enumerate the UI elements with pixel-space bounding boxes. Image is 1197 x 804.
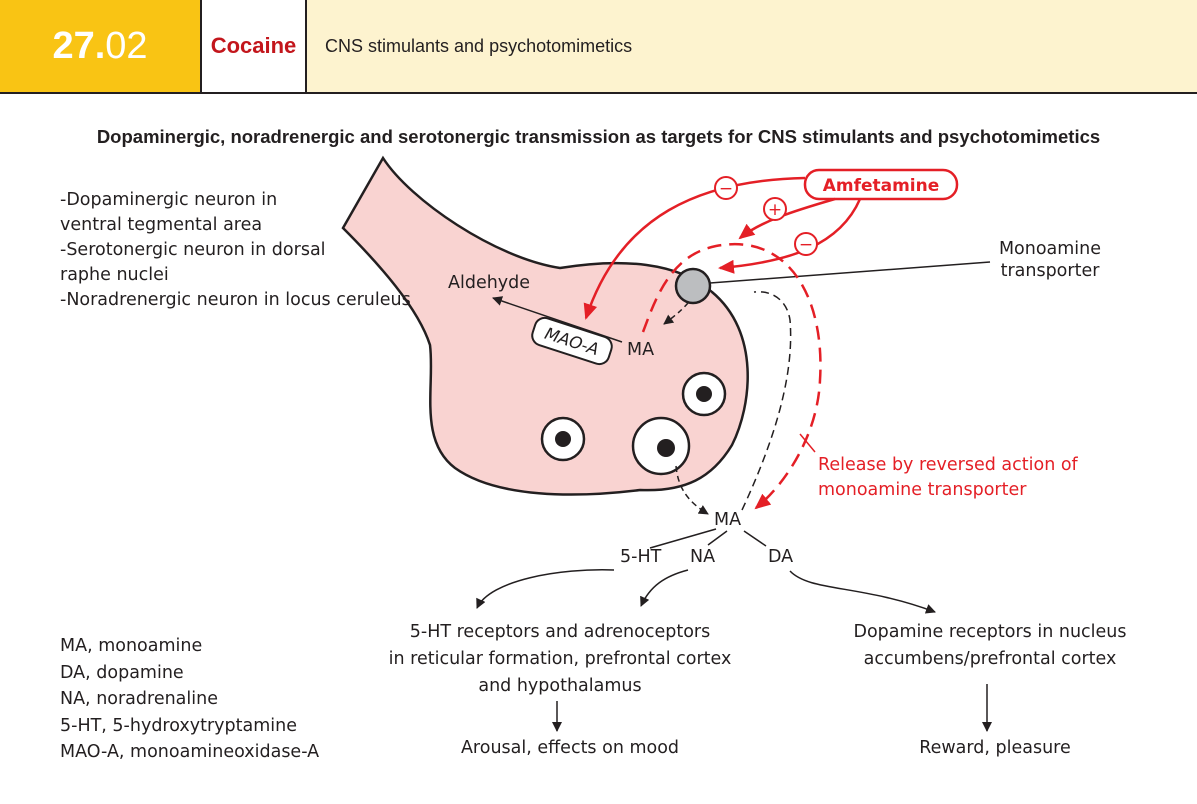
right-target-line: Dopamine receptors in nucleus xyxy=(853,622,1127,642)
vesicle-release-arrow xyxy=(675,465,709,515)
abbreviation-legend: MA, monoamine DA, dopamine NA, noradrena… xyxy=(60,633,319,766)
neuron-type-line: ventral tegmental area xyxy=(60,215,263,235)
amfetamine-mao-arrow xyxy=(583,176,806,320)
page-header: 27.02 Cocaine CNS stimulants and psychot… xyxy=(0,0,1197,94)
right-target-line: accumbens/prefrontal cortex xyxy=(863,649,1117,669)
chapter-title: CNS stimulants and psychotomimetics xyxy=(307,0,1197,92)
section-number: 27.02 xyxy=(0,0,200,92)
ma-inside-label: MA xyxy=(627,340,655,360)
ma-synapse-label: MA xyxy=(714,510,742,530)
svg-text:−: − xyxy=(799,235,813,255)
aldehyde-arrow xyxy=(492,296,623,343)
ma-5ht-line xyxy=(649,528,717,549)
figure-title: Dopaminergic, noradrenergic and serotone… xyxy=(96,126,1101,147)
svg-text:+: + xyxy=(768,200,782,220)
left-target-line: in reticular formation, prefrontal corte… xyxy=(388,649,732,669)
release-leader-line xyxy=(799,433,816,453)
transporter-label: Monoamine transporter xyxy=(990,237,1110,284)
neuron-type-line: -Serotonergic neuron in dorsal xyxy=(60,240,326,260)
monoamine-transporter xyxy=(674,267,712,305)
na-label: NA xyxy=(690,547,716,567)
ma-na-line xyxy=(707,530,728,546)
reuptake-path xyxy=(741,291,792,511)
transporter-label-line2: transporter xyxy=(1000,261,1100,281)
amfetamine-release-arrow xyxy=(738,197,836,240)
section-number-major: 27. xyxy=(52,24,106,67)
legend-item: 5-HT, 5-hydroxytryptamine xyxy=(60,715,297,736)
transporter-label-line1: Monoamine xyxy=(998,239,1102,259)
legend-item: MAO-A, monoamineoxidase-A xyxy=(60,742,320,762)
vesicle xyxy=(540,416,586,462)
ma-da-line xyxy=(743,530,767,547)
aldehyde-label: Aldehyde xyxy=(448,273,531,293)
release-annotation-line2: monoamine transporter xyxy=(818,480,1027,500)
minus-sign-icon: − xyxy=(794,232,818,256)
reuptake-arrow xyxy=(663,302,689,325)
amfetamine-box xyxy=(803,168,959,201)
svg-text:−: − xyxy=(719,179,733,199)
release-annotation-line1: Release by reversed action of xyxy=(818,455,1078,475)
neuron-type-line: raphe nuclei xyxy=(60,265,169,285)
plus-sign-icon: + xyxy=(763,197,787,221)
neuron-type-line: -Noradrenergic neuron in locus ceruleus xyxy=(60,290,411,310)
vesicle-fusing xyxy=(631,416,691,476)
right-target-text: Dopamine receptors in nucleus accumbens/… xyxy=(830,619,1150,673)
arousal-effect: Arousal, effects on mood xyxy=(460,738,680,758)
reward-effect: Reward, pleasure xyxy=(919,738,1071,758)
neuron-types-list: -Dopaminergic neuron in ventral tegmenta… xyxy=(60,188,411,313)
legend-item: DA, dopamine xyxy=(60,662,184,683)
legend-item: MA, monoamine xyxy=(60,636,203,656)
header-divider xyxy=(0,92,1197,94)
release-annotation: Release by reversed action of monoamine … xyxy=(818,453,1078,503)
minus-sign-icon: − xyxy=(714,176,738,200)
neuron-type-line: -Dopaminergic neuron in xyxy=(60,190,278,210)
amfetamine-label: Amfetamine xyxy=(823,176,940,196)
da-label: DA xyxy=(768,547,794,567)
5ht-label: 5-HT xyxy=(620,547,662,567)
da-to-receptors-arrow xyxy=(789,570,936,614)
amfetamine-transporter-arrow xyxy=(718,198,862,274)
left-target-line: 5-HT receptors and adrenoceptors xyxy=(409,622,711,642)
section-number-minor: 02 xyxy=(105,24,148,67)
vesicle xyxy=(681,371,727,417)
na-to-receptors-arrow xyxy=(640,569,689,607)
legend-item: NA, noradrenaline xyxy=(60,689,218,709)
ht5-to-receptors-arrow xyxy=(476,569,615,609)
drug-name: Cocaine xyxy=(200,0,307,92)
transporter-leader-line xyxy=(709,261,991,284)
left-target-line: and hypothalamus xyxy=(478,676,642,696)
left-target-text: 5-HT receptors and adrenoceptors in reti… xyxy=(360,619,760,700)
